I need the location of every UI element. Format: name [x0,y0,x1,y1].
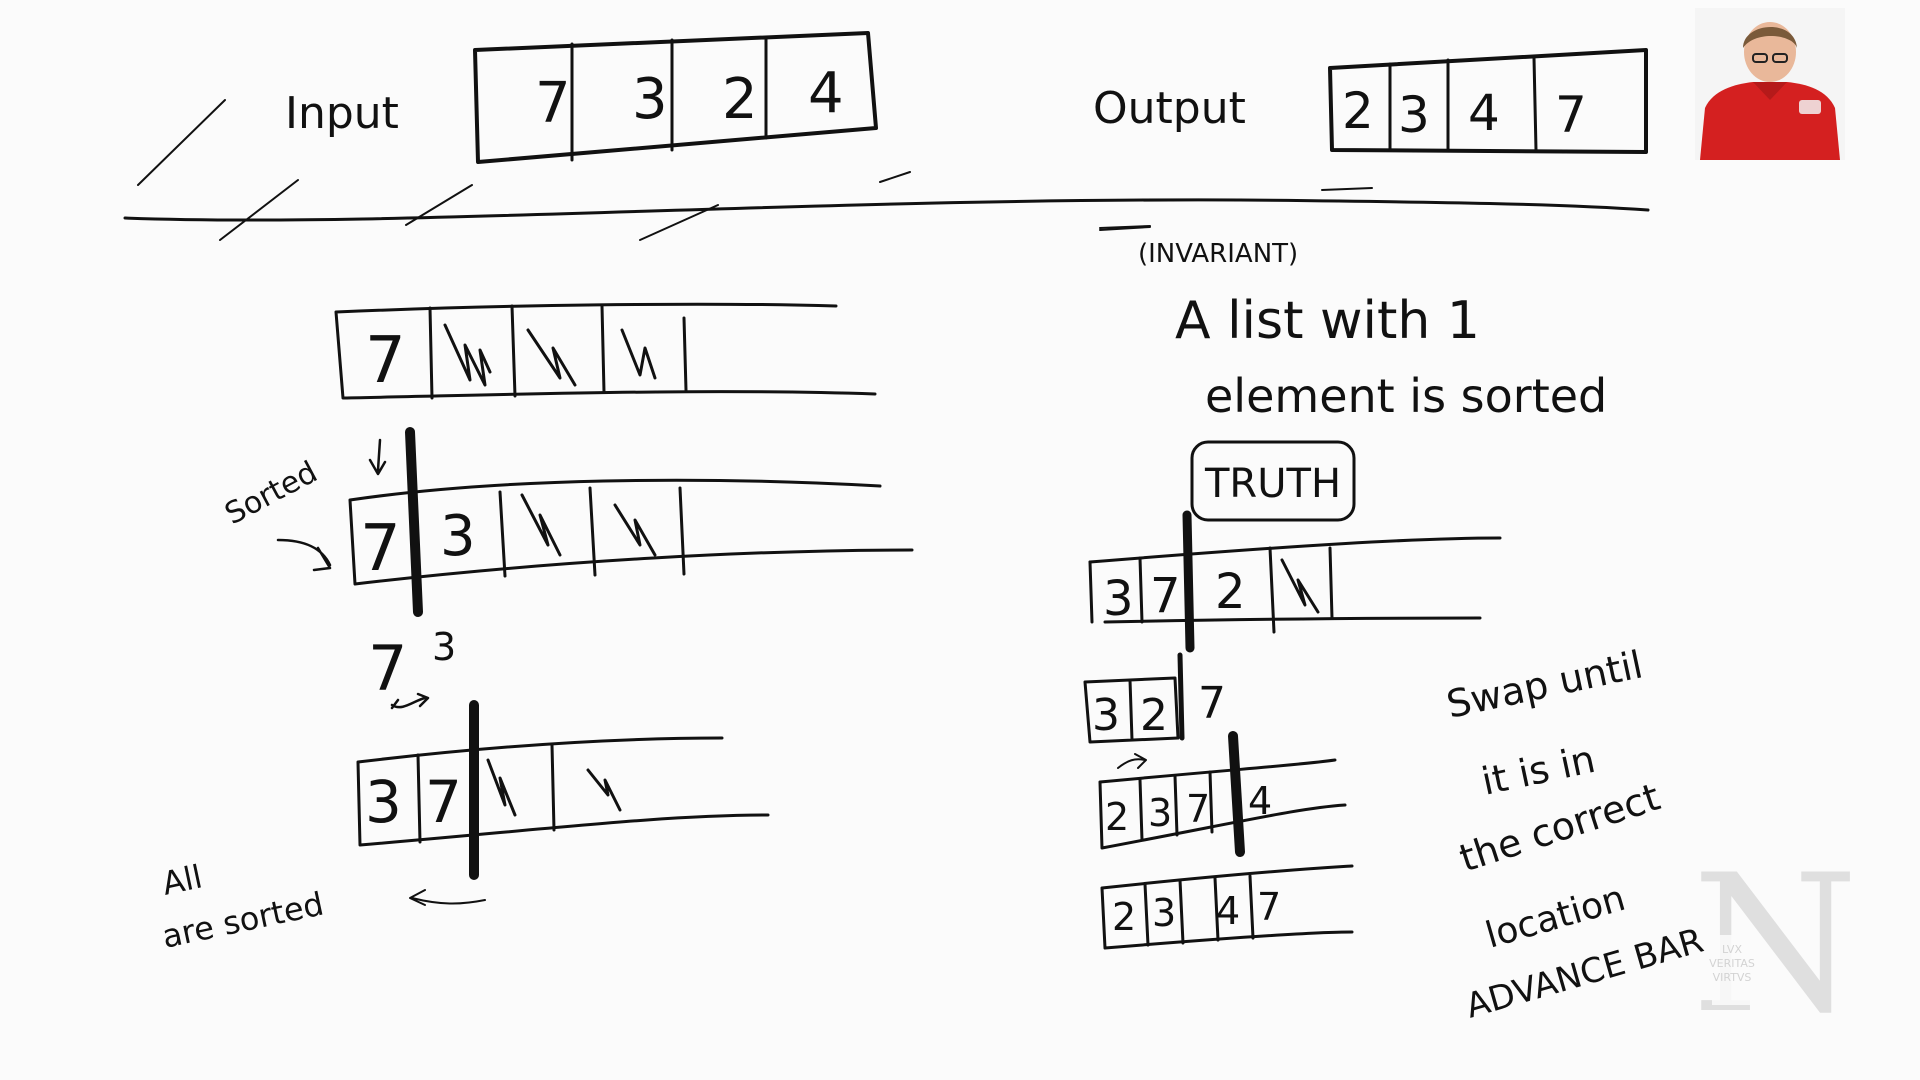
board-divider-line [123,198,1650,222]
input-array-box [473,31,878,164]
right-row-4: 2 3 4 7 [1100,864,1354,950]
statement-line1: A list with 1 [1175,291,1480,351]
row-cell: 3 [1092,690,1120,741]
presenter-figure [1695,8,1845,160]
row-cell: 3 [1148,791,1172,835]
swap-a: 7 [368,632,407,705]
right-row-3: 2 3 7 4 [1098,731,1347,857]
output-cell: 3 [1398,86,1430,144]
sorted-label: Sorted [219,455,323,532]
output-label: Output [1093,83,1246,134]
output-array-dividers [1388,56,1538,152]
sorted-bar [1228,731,1245,857]
row-dividers [416,743,556,844]
swap-arrow [390,692,430,710]
left-row-2: Sorted 7 3 [219,427,914,617]
input-cell: 4 [808,61,844,126]
scribble-cells [443,323,657,387]
presenter-video [1695,8,1845,160]
row-cell: 4 [1248,779,1272,823]
row-cell: 4 [1216,889,1240,933]
truth-box [1190,440,1356,522]
row-cell: 3 [440,504,476,569]
output-cell: 2 [1342,82,1374,140]
row-cell: 7 [1150,568,1181,624]
sorted-arrow [276,538,332,572]
row-outline [1088,536,1502,624]
stray-marks [137,99,1373,241]
row-cell: 7 [360,512,401,586]
input-cell: 7 [535,71,571,136]
swap-b: 3 [432,625,456,669]
note-line: it is in [1478,737,1599,804]
row-cell: 3 [1103,571,1134,627]
invariant-mark [1099,226,1151,231]
note-line: location [1481,878,1630,957]
row-cell: 2 [1140,690,1168,741]
sorted-bar [405,427,423,617]
truth-label: TRUTH [1204,461,1341,507]
output-section: Output 2 3 4 7 [1093,48,1648,154]
statement-line2: element is sorted [1205,369,1607,423]
sorted-bar [1177,652,1185,741]
row-cell: 7 [365,324,406,398]
input-label: Input [285,88,399,139]
row-outline [1083,676,1180,744]
small-arrow [1117,753,1147,769]
row-dividers [1138,770,1214,842]
row-dividers [1143,874,1255,947]
sorted-bar [1182,510,1195,653]
output-array-box [1328,48,1648,154]
scribble-cells [486,758,622,817]
invariant-label: (INVARIANT) [1138,239,1298,269]
row-cell: 7 [1186,787,1210,831]
logo-motto: LVX [1722,943,1742,956]
output-cell: 4 [1468,84,1500,142]
logo-motto-bg [1712,935,1752,1005]
input-cell: 2 [722,67,758,132]
right-row-1: 3 7 2 [1088,510,1502,653]
row-outline [1100,864,1354,950]
input-array-dividers [570,36,768,162]
row-cell: 7 [425,768,462,836]
invariant-section: (INVARIANT) A list with 1 element is sor… [1099,226,1607,522]
all-sorted-line1: All [159,857,206,902]
scribble-cells [1280,558,1320,614]
university-logo: N LVX VERITAS VIRTVS [1692,834,1858,1055]
row-dividers [498,486,686,578]
left-row-1: 7 [334,302,877,400]
swap-instructions: Swap until it is in the correct location… [1443,642,1708,1026]
hair [1743,26,1797,48]
output-cell: 7 [1555,86,1587,144]
logo-motto: VERITAS [1709,957,1755,970]
note-line: Swap until [1443,642,1647,726]
row-cell: 2 [1105,795,1129,839]
row-dividers [428,304,688,400]
input-section: Input 7 3 2 4 [285,31,878,164]
swap-note: 7 3 [368,625,456,710]
row-cell: 7 [1198,678,1226,729]
down-arrow [368,438,387,476]
row-outline [356,736,770,847]
row-cell: 3 [365,768,402,836]
row-cell: 7 [1257,885,1281,929]
right-row-2: 3 2 7 [1083,652,1226,769]
row-cell: 2 [1215,564,1246,620]
row-dividers [1088,546,1334,634]
row-cell: 3 [1152,891,1176,935]
left-row-3: 3 7 All are sorted [159,700,770,956]
scribble-cells [520,493,657,557]
row-outline [334,302,877,400]
left-arrow [409,889,486,906]
input-cell: 3 [632,67,668,132]
logo-motto: VIRTVS [1713,971,1752,984]
row-cell: 2 [1112,895,1136,939]
row-outline [1098,758,1347,850]
